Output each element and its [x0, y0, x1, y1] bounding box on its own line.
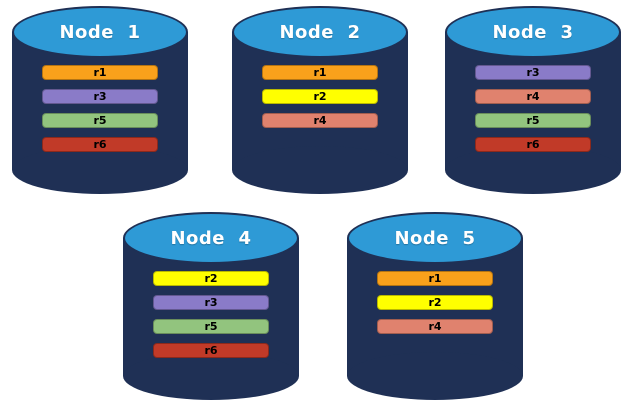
replica-label: r6	[526, 138, 540, 151]
replica-bar-r2: r2	[262, 89, 378, 104]
replica-label: r1	[313, 66, 327, 79]
db-node-4: Node 4 r2 r3 r5 r6	[123, 212, 299, 400]
replica-bar-r3: r3	[475, 65, 591, 80]
replica-list: r1 r2 r4	[347, 271, 523, 334]
node-title: Node 2	[279, 21, 361, 43]
node-title: Node 1	[59, 21, 141, 43]
cylinder-top: Node 5	[347, 212, 523, 264]
replica-label: r4	[428, 320, 442, 333]
replica-list: r1 r2 r4	[232, 65, 408, 128]
cylinder-bottom	[347, 352, 523, 400]
replica-label: r5	[204, 320, 218, 333]
replica-bar-r5: r5	[42, 113, 158, 128]
replica-label: r3	[93, 90, 107, 103]
replica-list: r1 r3 r5 r6	[12, 65, 188, 152]
cylinder-top: Node 2	[232, 6, 408, 58]
replica-bar-r4: r4	[262, 113, 378, 128]
replica-label: r2	[313, 90, 327, 103]
cylinder-top: Node 1	[12, 6, 188, 58]
replica-label: r4	[526, 90, 540, 103]
cylinder-top: Node 4	[123, 212, 299, 264]
replica-label: r2	[204, 272, 218, 285]
cylinder-bottom	[123, 352, 299, 400]
db-node-2: Node 2 r1 r2 r4	[232, 6, 408, 194]
replica-label: r3	[526, 66, 540, 79]
replica-bar-r5: r5	[475, 113, 591, 128]
replica-label: r2	[428, 296, 442, 309]
replica-bar-r1: r1	[42, 65, 158, 80]
replica-bar-r3: r3	[42, 89, 158, 104]
replica-bar-r4: r4	[377, 319, 493, 334]
node-title: Node 3	[492, 21, 574, 43]
replica-list: r3 r4 r5 r6	[445, 65, 621, 152]
db-node-1: Node 1 r1 r3 r5 r6	[12, 6, 188, 194]
node-title: Node 5	[394, 227, 476, 249]
replica-label: r1	[428, 272, 442, 285]
db-node-3: Node 3 r3 r4 r5 r6	[445, 6, 621, 194]
replica-label: r5	[93, 114, 107, 127]
replica-bar-r1: r1	[262, 65, 378, 80]
replica-bar-r2: r2	[153, 271, 269, 286]
replica-bar-r6: r6	[475, 137, 591, 152]
replica-bar-r5: r5	[153, 319, 269, 334]
replica-bar-r6: r6	[42, 137, 158, 152]
replica-label: r3	[204, 296, 218, 309]
replica-bar-r3: r3	[153, 295, 269, 310]
cylinder-bottom	[445, 146, 621, 194]
replica-bar-r2: r2	[377, 295, 493, 310]
replica-label: r4	[313, 114, 327, 127]
replica-bar-r1: r1	[377, 271, 493, 286]
replica-label: r1	[93, 66, 107, 79]
cylinder-bottom	[232, 146, 408, 194]
node-title: Node 4	[170, 227, 252, 249]
cylinder-bottom	[12, 146, 188, 194]
cylinder-top: Node 3	[445, 6, 621, 58]
replica-bar-r6: r6	[153, 343, 269, 358]
replica-list: r2 r3 r5 r6	[123, 271, 299, 358]
replica-label: r5	[526, 114, 540, 127]
replica-bar-r4: r4	[475, 89, 591, 104]
replica-label: r6	[93, 138, 107, 151]
replica-label: r6	[204, 344, 218, 357]
db-node-5: Node 5 r1 r2 r4	[347, 212, 523, 400]
